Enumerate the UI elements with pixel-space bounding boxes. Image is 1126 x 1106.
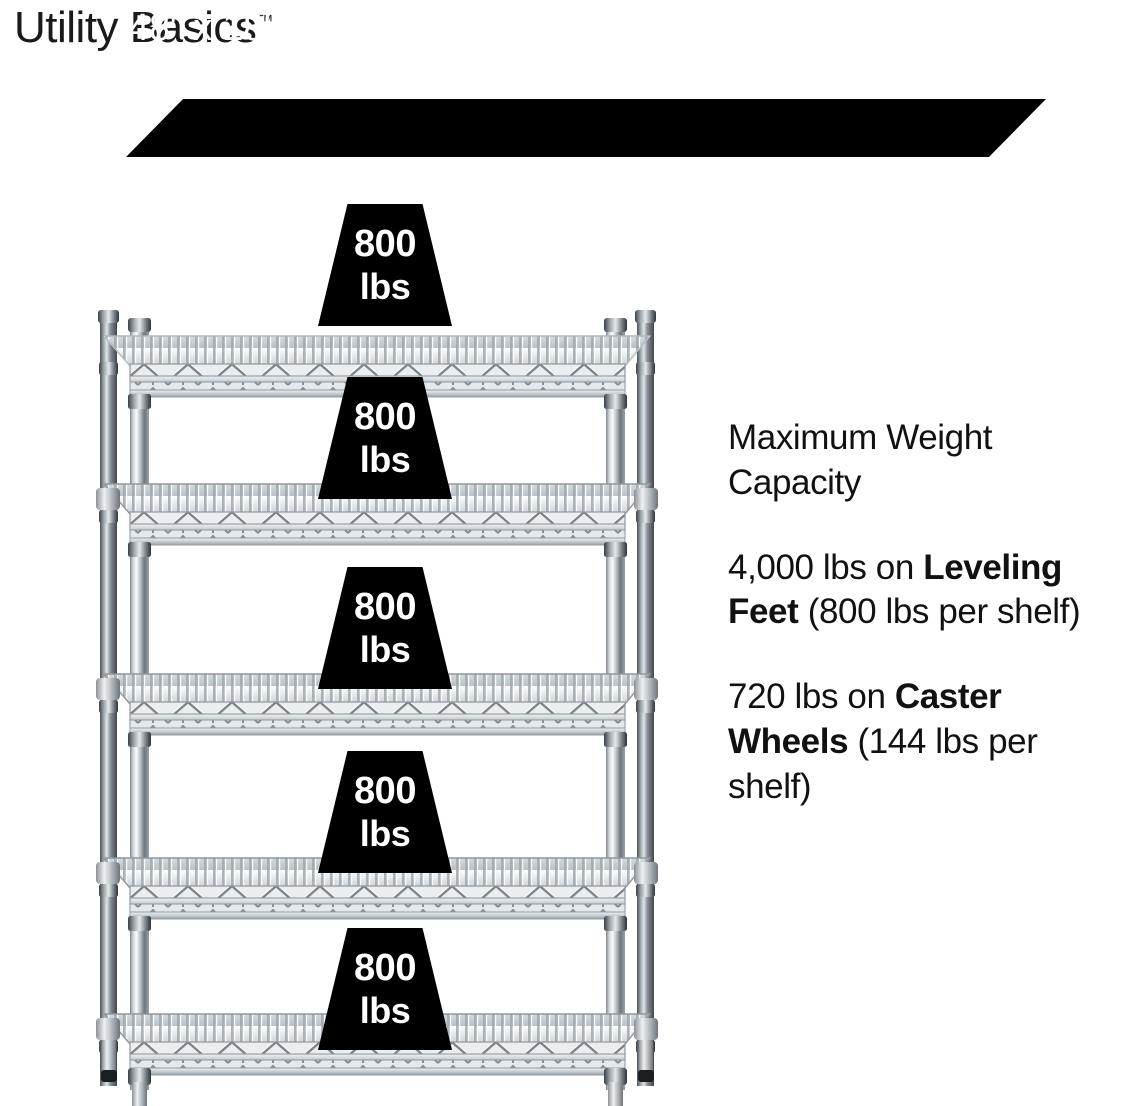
spec-leveling-tail: (800 lbs per shelf): [798, 592, 1081, 632]
spec-leveling-lead: 4,000 lbs on: [728, 547, 924, 587]
spec-caster-bold: Caster Wheels: [728, 677, 1002, 761]
spec-caster-wheels: 720 lbs on Caster Wheels (144 lbs per sh…: [728, 675, 1100, 809]
spec-leveling-bold: Leveling Feet: [728, 547, 1063, 632]
spec-caster-lead: 720 lbs on: [728, 677, 895, 717]
spec-leveling-feet: 4,000 lbs on Leveling Feet (800 lbs per …: [728, 546, 1100, 636]
trademark-symbol: ™: [256, 11, 274, 31]
brand-name: Utility Basics: [14, 3, 257, 52]
weight-callout-shelf-3: 800 lbs: [318, 567, 452, 689]
wire-rack-illustration: [78, 296, 678, 1106]
weight-callout-shelf-5: 800 lbs: [318, 928, 452, 1050]
callout-shape: [318, 377, 452, 499]
banner-dimensions-text: 48" x 18" x 72" 5-Tier: [128, 7, 478, 49]
title-banner: [126, 99, 1046, 157]
banner-finish-text: Chrome: [477, 7, 620, 49]
brand-wordmark: Utility Basics™: [14, 6, 273, 50]
weight-callout-shelf-2: 800 lbs: [318, 377, 452, 499]
capacity-heading: Maximum Weight Capacity: [728, 418, 993, 502]
weight-callout-shelf-1: 800 lbs: [318, 204, 452, 326]
callout-shape: [318, 567, 452, 689]
weight-callout-shelf-4: 800 lbs: [318, 751, 452, 873]
spec-caster-tail: (144 lbs per shelf): [728, 721, 1038, 806]
callout-shape: [318, 928, 452, 1050]
title-banner-text: 48" x 18" x 72" 5-Tier Chrome Wire Rack: [0, 0, 920, 58]
capacity-info-panel: Maximum Weight Capacity 4,000 lbs on Lev…: [728, 416, 1100, 810]
callout-shape: [318, 204, 452, 326]
banner-product-text: Wire Rack: [619, 7, 792, 49]
callout-shape: [318, 751, 452, 873]
